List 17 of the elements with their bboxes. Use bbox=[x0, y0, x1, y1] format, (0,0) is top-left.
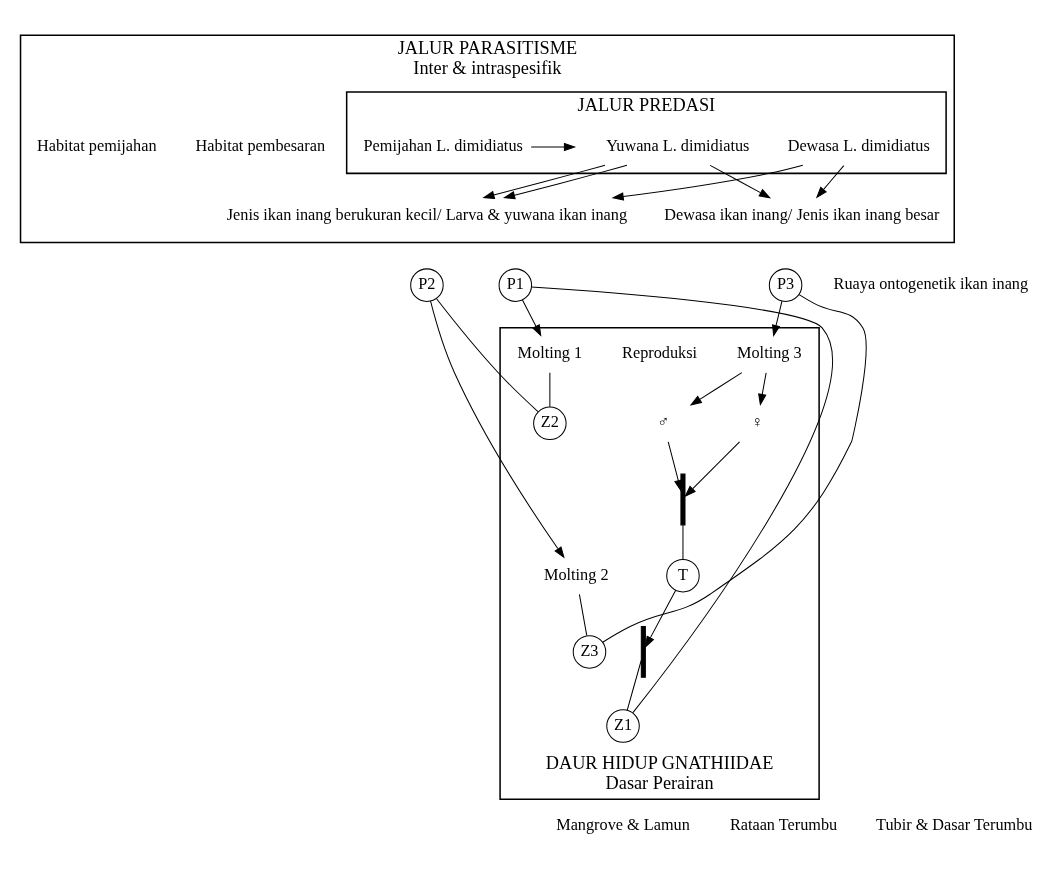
node-text: Pemijahan L. dimidiatus bbox=[363, 136, 523, 155]
label: Tubir & Dasar Terumbu bbox=[876, 815, 1033, 834]
label: Mangrove & Lamun bbox=[556, 815, 690, 834]
node-text: Jenis ikan inang berukuran kecil/ Larva & yuwana ikan inang bbox=[226, 205, 628, 224]
label: Habitat pembesaran bbox=[195, 136, 326, 155]
node-text: Molting 1 bbox=[517, 344, 583, 363]
node-text: ♂ bbox=[657, 413, 670, 432]
label: Ruaya ontogenetik ikan inang bbox=[833, 274, 1029, 293]
node-text: Yuwana L. dimidiatus bbox=[606, 136, 750, 155]
node-text: Molting 3 bbox=[737, 344, 802, 363]
node-text: Molting 2 bbox=[544, 565, 609, 584]
node-text: Dewasa L. dimidiatus bbox=[787, 136, 930, 155]
label: Reproduksi bbox=[622, 344, 698, 363]
label: Habitat pemijahan bbox=[36, 136, 157, 155]
node-text: Dewasa ikan inang/ Jenis ikan inang besar bbox=[664, 205, 940, 224]
label: Rataan Terumbu bbox=[729, 815, 838, 834]
node-text: ♀ bbox=[751, 413, 764, 432]
